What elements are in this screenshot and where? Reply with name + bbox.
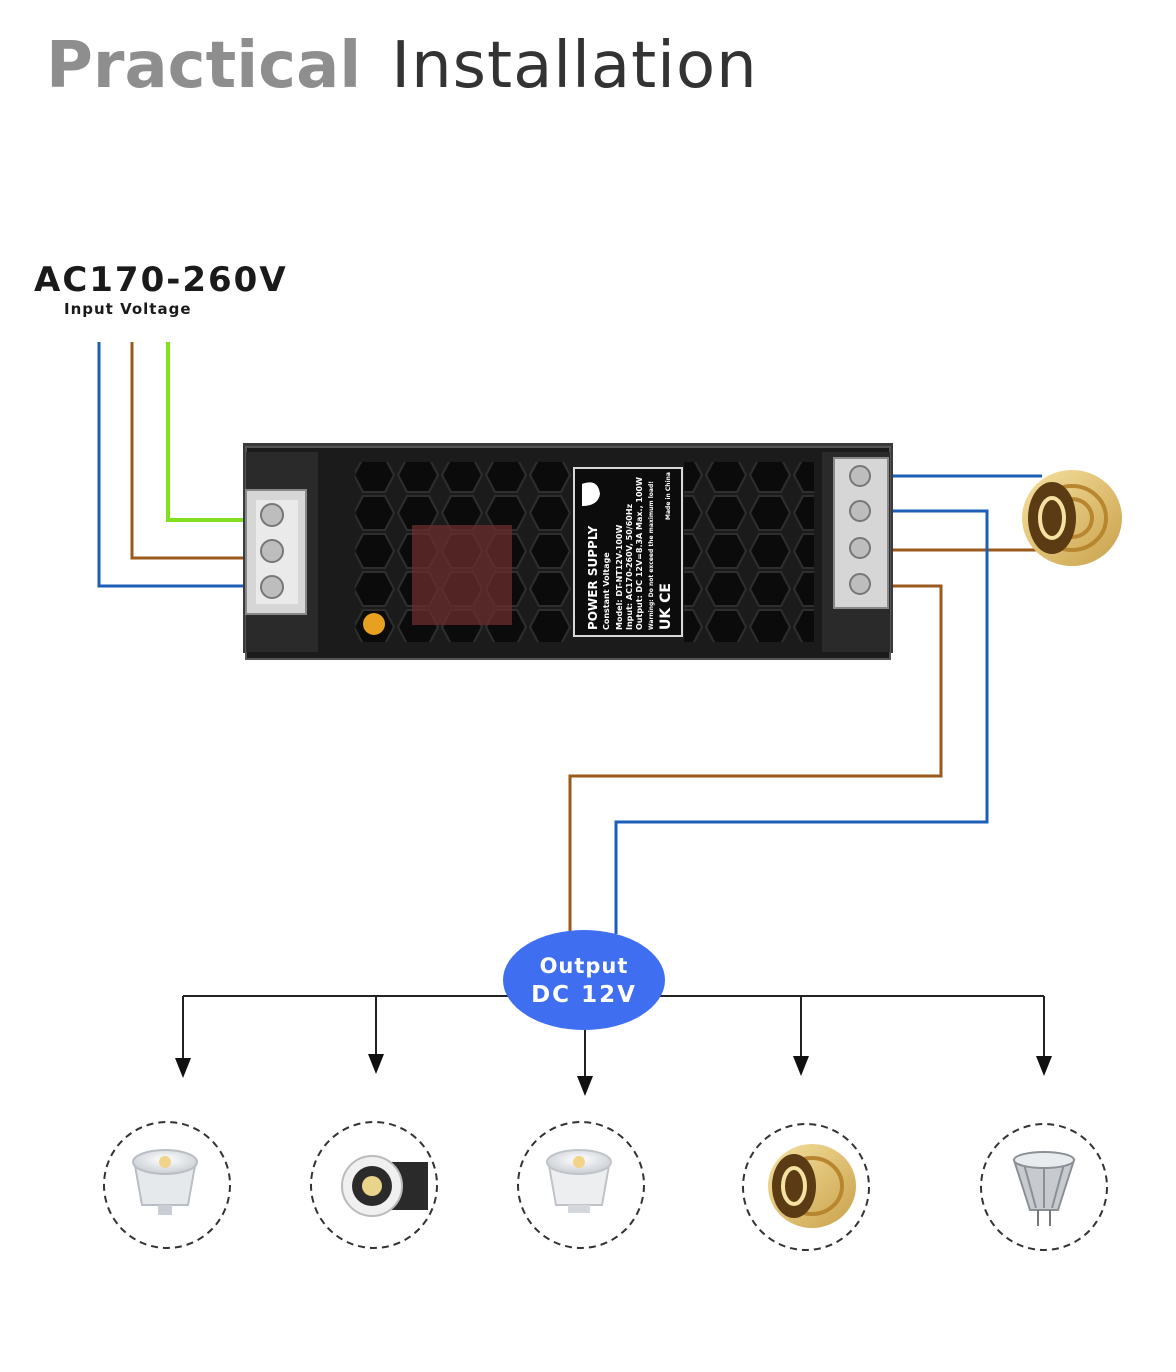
terminal-screw-icon [260,539,284,563]
terminal-screw-icon [849,573,871,595]
psu-label-input: Input: AC170-260V, 50/60Hz [625,503,634,630]
psu-label-warning: Warning: Do not exceed the maximum load! [648,481,655,630]
output-voltage-bubble: Output DC 12V [503,930,665,1030]
psu-brand-logo-icon [582,482,600,506]
psu-label-marks: UK CE [658,583,674,630]
load-led-strip-reel [742,1123,870,1251]
input-voltage-label: Input Voltage [64,300,192,318]
arrow-down-icon [175,1058,191,1078]
psu-label-origin: Made in China [665,472,672,520]
led-strip-reel-top [1022,470,1122,566]
page-title: Practical Installation [46,26,758,106]
load-mr11-bulb [980,1123,1108,1251]
output-terminal-block [833,457,889,609]
output-wires [568,474,1042,934]
load-mr16-spotlight [103,1121,231,1249]
input-terminal-block [245,489,307,615]
output-label: Output [539,954,629,978]
gu10-bulb-icon [546,1149,612,1213]
input-wire-blue [97,342,246,588]
arrow-down-icon [793,1056,809,1076]
output-wire-blue-main [614,509,989,934]
output-wire-brown-main [568,584,943,934]
load-recessed-downlight [310,1121,438,1249]
mr11-bulb-icon [1012,1151,1076,1226]
psu-vent-grid-right [684,462,814,642]
terminal-screw-icon [260,575,284,599]
terminal-screw-icon [849,500,871,522]
terminal-screw-icon [849,465,871,487]
psu-label-title: POWER SUPPLY [586,525,600,630]
output-voltage-value: DC 12V [531,982,637,1008]
arrow-down-icon [368,1054,384,1074]
title-light: Installation [391,29,758,103]
input-voltage-value: AC170-260V [34,260,288,300]
load-gu10-spotlight [517,1121,645,1249]
psu-label-output: Output: DC 12V=8.3A Max., 100W [635,477,644,630]
input-wire-green [166,342,246,522]
input-wire-brown [130,342,246,560]
psu-label-model: Model: DT-NT12V-100W [615,525,624,630]
downlight-icon [341,1155,428,1217]
led-strip-icon [768,1144,856,1228]
arrow-down-icon [1036,1056,1052,1076]
terminal-screw-icon [260,503,284,527]
title-strong: Practical [46,29,362,103]
psu-label-subtitle: Constant Voltage [602,552,611,630]
psu-fuse [363,613,385,635]
arrow-down-icon [577,1076,593,1096]
terminal-screw-icon [849,537,871,559]
mr16-bulb-icon [132,1149,198,1215]
power-supply-unit: POWER SUPPLY Constant Voltage Model: DT-… [243,443,893,660]
input-wires [97,342,246,588]
psu-capacitor [412,525,512,625]
